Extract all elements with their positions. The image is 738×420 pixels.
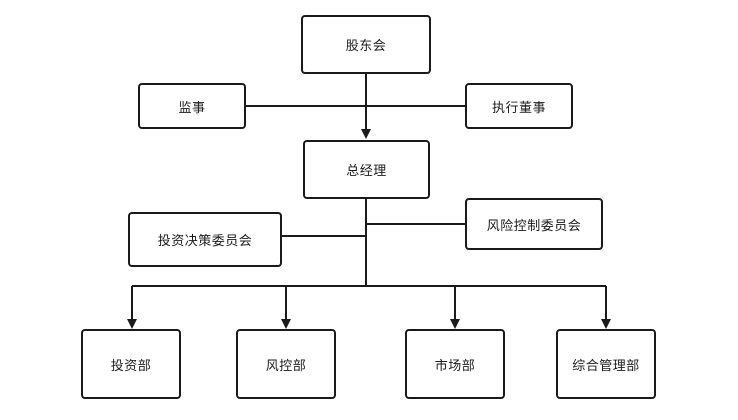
node-risk-committee: 风险控制委员会 [465,198,603,250]
node-label: 股东会 [345,39,387,54]
node-market-dept: 市场部 [405,329,505,399]
node-label: 风险控制委员会 [486,218,582,234]
node-label: 执行董事 [491,100,546,116]
node-label: 综合管理部 [572,358,640,374]
node-label: 总经理 [346,164,387,179]
node-label: 投资部 [110,358,152,374]
node-risk-dept: 风控部 [236,329,336,399]
node-executive-director: 执行董事 [465,83,573,129]
node-shareholders: 股东会 [301,15,431,74]
node-admin-dept: 综合管理部 [556,329,656,399]
node-label: 风控部 [265,358,307,374]
node-investment-dept: 投资部 [81,329,181,399]
node-general-manager: 总经理 [303,140,430,199]
node-label: 监事 [178,100,206,116]
node-investment-committee: 投资决策委员会 [128,212,282,267]
node-supervisor: 监事 [138,83,246,129]
node-label: 市场部 [434,358,476,374]
node-label: 投资决策委员会 [157,234,253,249]
